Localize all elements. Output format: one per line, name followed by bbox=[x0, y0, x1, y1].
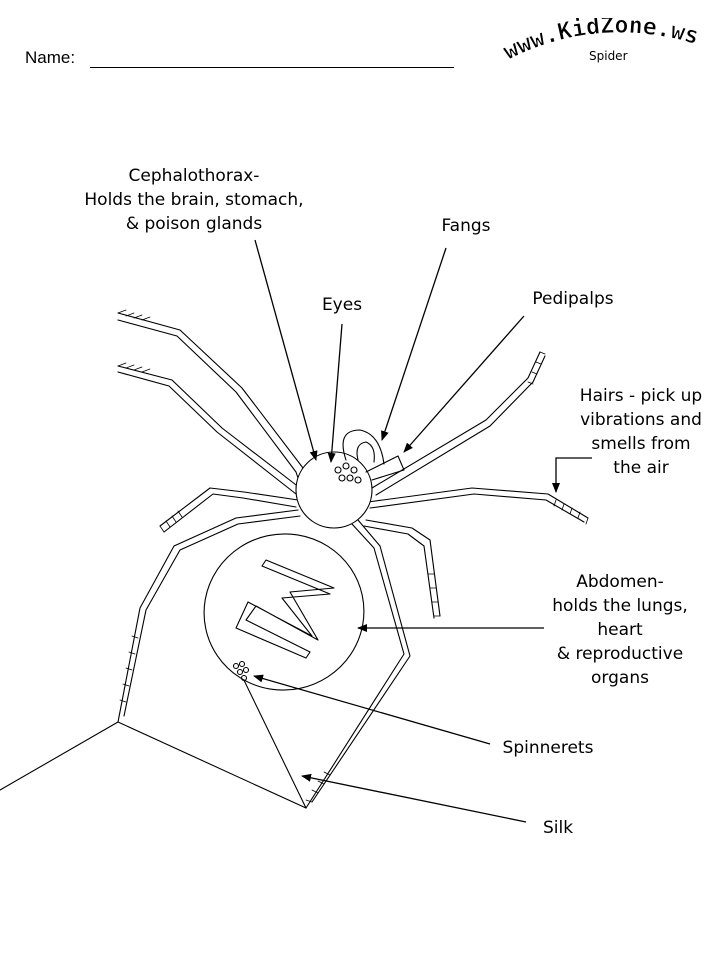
label-cephalothorax-line-2: Holds the brain, stomach, bbox=[84, 190, 304, 210]
label-hairs: Hairs - pick up vibrations and smells fr… bbox=[566, 384, 716, 480]
spider-legs bbox=[117, 312, 589, 809]
label-hairs-line-2: vibrations and bbox=[580, 410, 702, 430]
spider-cephalothorax bbox=[295, 451, 373, 529]
label-cephalothorax-line-3: & poison glands bbox=[125, 214, 263, 234]
label-abdomen: Abdomen- holds the lungs, heart & reprod… bbox=[540, 570, 700, 690]
label-abdomen-line-2: holds the lungs, bbox=[552, 596, 688, 616]
label-hairs-line-3: smells from bbox=[591, 434, 691, 454]
arrow-fangs bbox=[381, 247, 447, 441]
spider-abdomen bbox=[203, 533, 365, 691]
label-abdomen-line-5: organs bbox=[591, 668, 649, 688]
label-silk-line-1: Silk bbox=[542, 818, 574, 838]
arrow-hairs bbox=[552, 457, 592, 493]
label-pedipalps-line-1: Pedipalps bbox=[532, 289, 614, 309]
label-cephalothorax: Cephalothorax- Holds the brain, stomach,… bbox=[72, 164, 316, 236]
label-hairs-line-4: the air bbox=[613, 458, 669, 478]
label-fangs: Fangs bbox=[434, 214, 498, 238]
leg-hairs bbox=[117, 309, 589, 803]
arrow-spinnerets bbox=[253, 674, 491, 745]
arrow-silk bbox=[301, 773, 527, 823]
label-spinnerets-line-1: Spinnerets bbox=[502, 738, 594, 758]
worksheet-topic: Spider bbox=[589, 49, 628, 63]
label-cephalothorax-line-1: Cephalothorax- bbox=[128, 166, 260, 186]
spider-fangs bbox=[342, 429, 385, 465]
spider-eyes bbox=[334, 462, 362, 484]
label-fangs-line-1: Fangs bbox=[441, 216, 491, 236]
abdomen-marking bbox=[235, 559, 335, 659]
spider-spinnerets bbox=[232, 660, 250, 682]
arrow-pedipalps bbox=[403, 315, 525, 453]
label-abdomen-line-3: heart bbox=[597, 620, 643, 640]
spider-pedipalps bbox=[365, 455, 405, 481]
silk-web bbox=[0, 671, 307, 809]
label-abdomen-line-1: Abdomen- bbox=[576, 572, 664, 592]
label-pedipalps: Pedipalps bbox=[523, 287, 623, 311]
label-hairs-line-1: Hairs - pick up bbox=[579, 386, 703, 406]
label-eyes-line-1: Eyes bbox=[321, 295, 363, 315]
kidzone-logo: www.KidZone.ws bbox=[502, 18, 702, 66]
label-spinnerets: Spinnerets bbox=[494, 736, 602, 760]
label-eyes: Eyes bbox=[313, 293, 371, 317]
name-label: Name: bbox=[25, 48, 76, 67]
name-write-line bbox=[90, 67, 454, 68]
label-abdomen-line-4: & reproductive bbox=[556, 644, 684, 664]
label-silk: Silk bbox=[536, 816, 580, 840]
arrow-eyes bbox=[327, 323, 343, 463]
arrow-cephalothorax bbox=[254, 239, 318, 461]
